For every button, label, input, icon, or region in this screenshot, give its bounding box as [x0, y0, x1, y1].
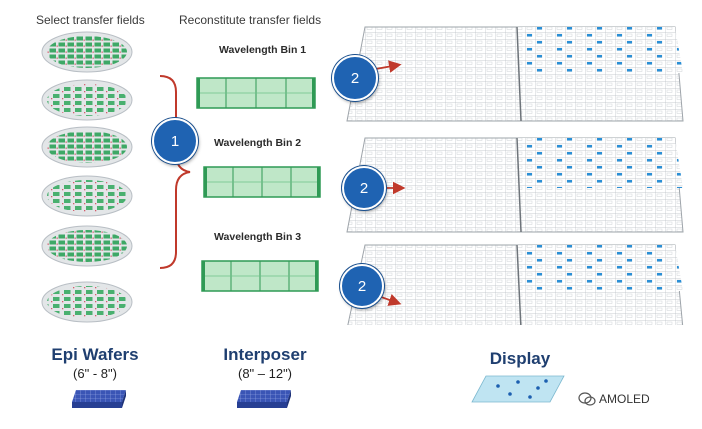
- epi-wafers-size: (6" - 8"): [73, 366, 117, 381]
- wafer-1: [41, 31, 133, 73]
- reconstitute-transfer-fields-header: Reconstitute transfer fields: [179, 13, 322, 27]
- display-panels: [346, 26, 684, 325]
- epi-wafer-stack: [40, 30, 140, 335]
- interposer-title: Interposer: [223, 345, 307, 364]
- wafer-6: [41, 281, 133, 323]
- epi-wafers-graphic: [41, 31, 133, 323]
- step-2-marker-3: 2: [340, 264, 384, 308]
- interposer-size: (8" – 12"): [237, 366, 293, 381]
- wafer-4: [41, 175, 133, 217]
- wavelength-bin-3-label: Wavelength Bin 3: [214, 231, 302, 243]
- interposer-strip-1: [196, 77, 316, 109]
- grouping-bracket: [159, 75, 191, 269]
- display-panel-2: [346, 137, 684, 233]
- interposer-strip-2: [203, 166, 321, 198]
- wavelength-bin-1-label: Wavelength Bin 1: [219, 44, 307, 56]
- step-2-marker-2: 2: [342, 166, 386, 210]
- epi-substrate-icon: [72, 390, 126, 408]
- wafer-5: [41, 225, 133, 267]
- display-panel-1: [346, 26, 684, 122]
- wavelength-bin-2-label: Wavelength Bin 2: [214, 137, 302, 149]
- display-substrate-icon: [471, 375, 565, 403]
- watermark-text: AMOLED: [599, 392, 650, 406]
- display-panel-3: [347, 244, 684, 325]
- interposer-strip-3: [201, 260, 319, 292]
- step-1-marker: 1: [152, 118, 198, 164]
- display-title: Display: [489, 349, 551, 368]
- wafer-3: [41, 126, 133, 168]
- wafer-2: [41, 79, 133, 121]
- step-2-marker-1: 2: [332, 55, 378, 101]
- wechat-icon: [578, 392, 596, 406]
- watermark: AMOLED: [578, 392, 650, 406]
- select-transfer-fields-header: Select transfer fields: [36, 13, 145, 27]
- interposer-substrate-icon: [237, 390, 291, 408]
- epi-wafers-title: Epi Wafers: [51, 345, 139, 364]
